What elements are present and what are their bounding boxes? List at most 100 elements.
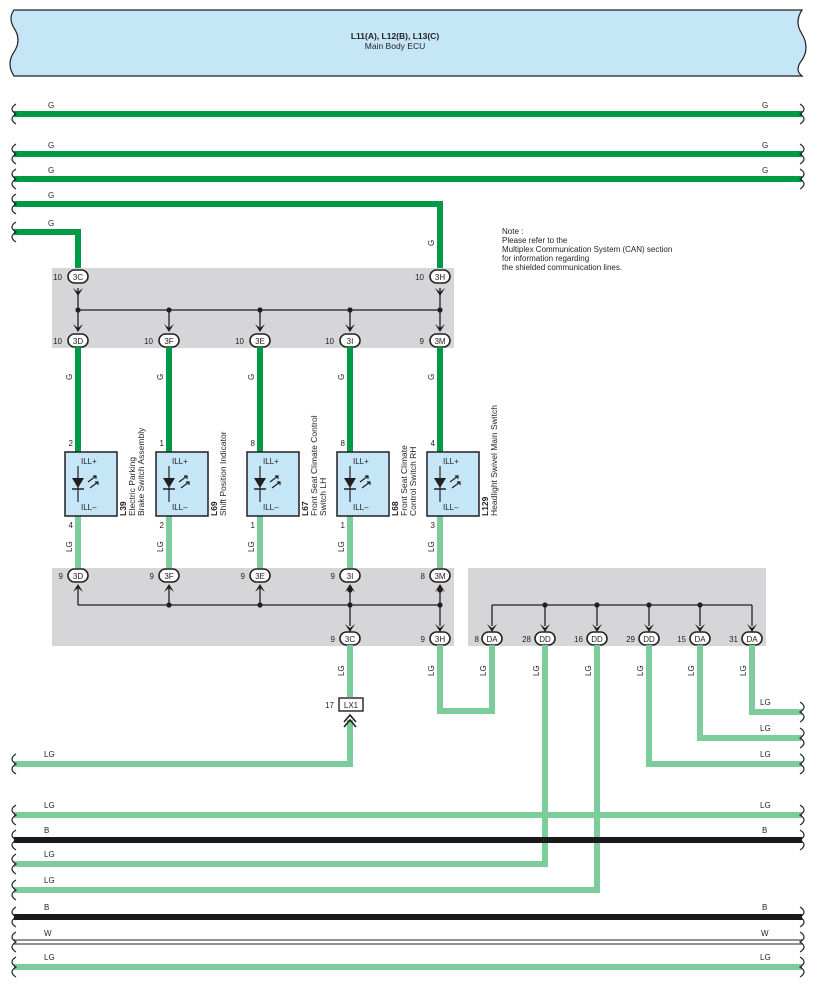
connector-label: 3M	[434, 337, 445, 346]
component-feed-wires	[75, 347, 443, 452]
bottom-right-connectors: DA 8 DD 28 DD 16 DD 29 DA 15 DA 31	[475, 631, 763, 646]
wire-label: LG	[739, 665, 748, 676]
pin-number: 8	[341, 439, 346, 448]
ill-minus-label: ILL–	[81, 503, 97, 512]
wire-label: LG	[337, 665, 346, 676]
wire-label: LG	[44, 801, 55, 810]
connector-label: DA	[694, 635, 706, 644]
ecu-title: L11(A), L12(B), L13(C)	[351, 31, 439, 41]
connector-label: 3E	[255, 337, 265, 346]
pin-number: 10	[235, 337, 244, 346]
wire-label: G	[156, 374, 165, 380]
top-box-arrows	[73, 288, 445, 332]
connector-label: DD	[539, 635, 551, 644]
pin-number: 10	[325, 337, 334, 346]
break-marks	[11, 701, 805, 978]
bottom-box-arrows	[73, 584, 445, 632]
connector-label: 3E	[255, 572, 265, 581]
wire-label: W	[761, 929, 769, 938]
component-name: Switch LH	[318, 478, 328, 516]
component-l129: G 4 ILL+ ILL– 3 LG L129 Headlight Swivel…	[426, 374, 499, 552]
connector-label: LX1	[344, 701, 359, 710]
pin-number: 15	[677, 635, 686, 644]
pin-number: 2	[69, 439, 74, 448]
wire-label: LG	[44, 953, 55, 962]
wire-label: LG	[687, 665, 696, 676]
pin-number: 1	[341, 521, 346, 530]
wire-label: LG	[44, 750, 55, 759]
pin-number: 4	[431, 439, 436, 448]
pin-number: 9	[331, 572, 336, 581]
pin-number: 16	[574, 635, 583, 644]
wire-label: G	[247, 374, 256, 380]
wire-label: G	[65, 374, 74, 380]
note-line: Multiplex Communication System (CAN) sec…	[502, 245, 672, 254]
pin-number: 28	[522, 635, 531, 644]
component-l69: G 1 ILL+ ILL– 2 LG L69 Shift Position In…	[155, 374, 228, 552]
junction-box-bottom-right	[468, 568, 766, 646]
connector-label: 3I	[347, 572, 354, 581]
pin-number: 1	[160, 439, 165, 448]
pin-number: 8	[475, 635, 480, 644]
junction-lx1: LX1 17	[325, 697, 364, 728]
component-code: L69	[209, 501, 219, 516]
ill-minus-label: ILL–	[353, 503, 369, 512]
wire-label: LG	[760, 953, 771, 962]
wire-label: LG	[760, 750, 771, 759]
pin-number: 4	[69, 521, 74, 530]
pin-number: 29	[626, 635, 635, 644]
connector-label: 3M	[434, 572, 445, 581]
wire-label: LG	[636, 665, 645, 676]
wire-label: B	[44, 903, 49, 912]
wire-label: LG	[479, 665, 488, 676]
pin-number: 10	[53, 337, 62, 346]
pin-number: 10	[53, 273, 62, 282]
wire-label: LG	[44, 850, 55, 859]
ill-minus-label: ILL–	[443, 503, 459, 512]
pin-number: 10	[144, 337, 153, 346]
pin-number: 8	[251, 439, 256, 448]
wire-label: G	[48, 191, 54, 200]
wire-label: LG	[584, 665, 593, 676]
wire-label: LG	[427, 665, 436, 676]
wire-label: G	[762, 101, 768, 110]
wire-label: LG	[156, 541, 165, 552]
ill-plus-label: ILL+	[353, 457, 369, 466]
wire-label: G	[762, 141, 768, 150]
component-name: Front Seat Climate Control	[309, 415, 319, 516]
note-line: the shielded communication lines.	[502, 263, 622, 272]
component-name: Shift Position Indicator	[218, 431, 228, 516]
component-code: L39	[118, 501, 128, 516]
pin-number: 9	[59, 572, 64, 581]
note-line: Note :	[502, 227, 523, 236]
component-name: Control Switch RH	[408, 447, 418, 516]
pin-number: 8	[421, 572, 426, 581]
connector-label: 3I	[347, 337, 354, 346]
component-l68: G 8 ILL+ ILL– 1 LG L68 Front Seat Climat…	[336, 374, 418, 552]
bottom-left-connectors: 3D 9 3F 9 3E 9 3I 9 3M 8 3C 9 3H 9	[59, 568, 451, 646]
ecu-block: L11(A), L12(B), L13(C) Main Body ECU	[9, 9, 807, 77]
ecu-subtitle: Main Body ECU	[365, 41, 425, 51]
wire-label: G	[48, 101, 54, 110]
wire-label: LG	[427, 541, 436, 552]
wire-label: LG	[65, 541, 74, 552]
connector-label: 3D	[73, 337, 83, 346]
lower-routing-wires	[14, 645, 802, 970]
wire-label: G	[48, 166, 54, 175]
ill-plus-label: ILL+	[172, 457, 188, 466]
wire-label: LG	[760, 724, 771, 733]
ill-plus-label: ILL+	[263, 457, 279, 466]
pin-number: 10	[415, 273, 424, 282]
wire-label: G	[427, 240, 436, 246]
note-line: Please refer to the	[502, 236, 568, 245]
wire-label: G	[427, 374, 436, 380]
pin-number: 9	[420, 337, 425, 346]
right-box-arrows	[487, 624, 757, 632]
pin-number: 31	[729, 635, 738, 644]
wire-label: G	[48, 141, 54, 150]
component-return-wires	[75, 516, 443, 570]
connector-label: 3H	[435, 635, 445, 644]
note-line: for information regarding	[502, 254, 589, 263]
pin-number: 9	[241, 572, 246, 581]
